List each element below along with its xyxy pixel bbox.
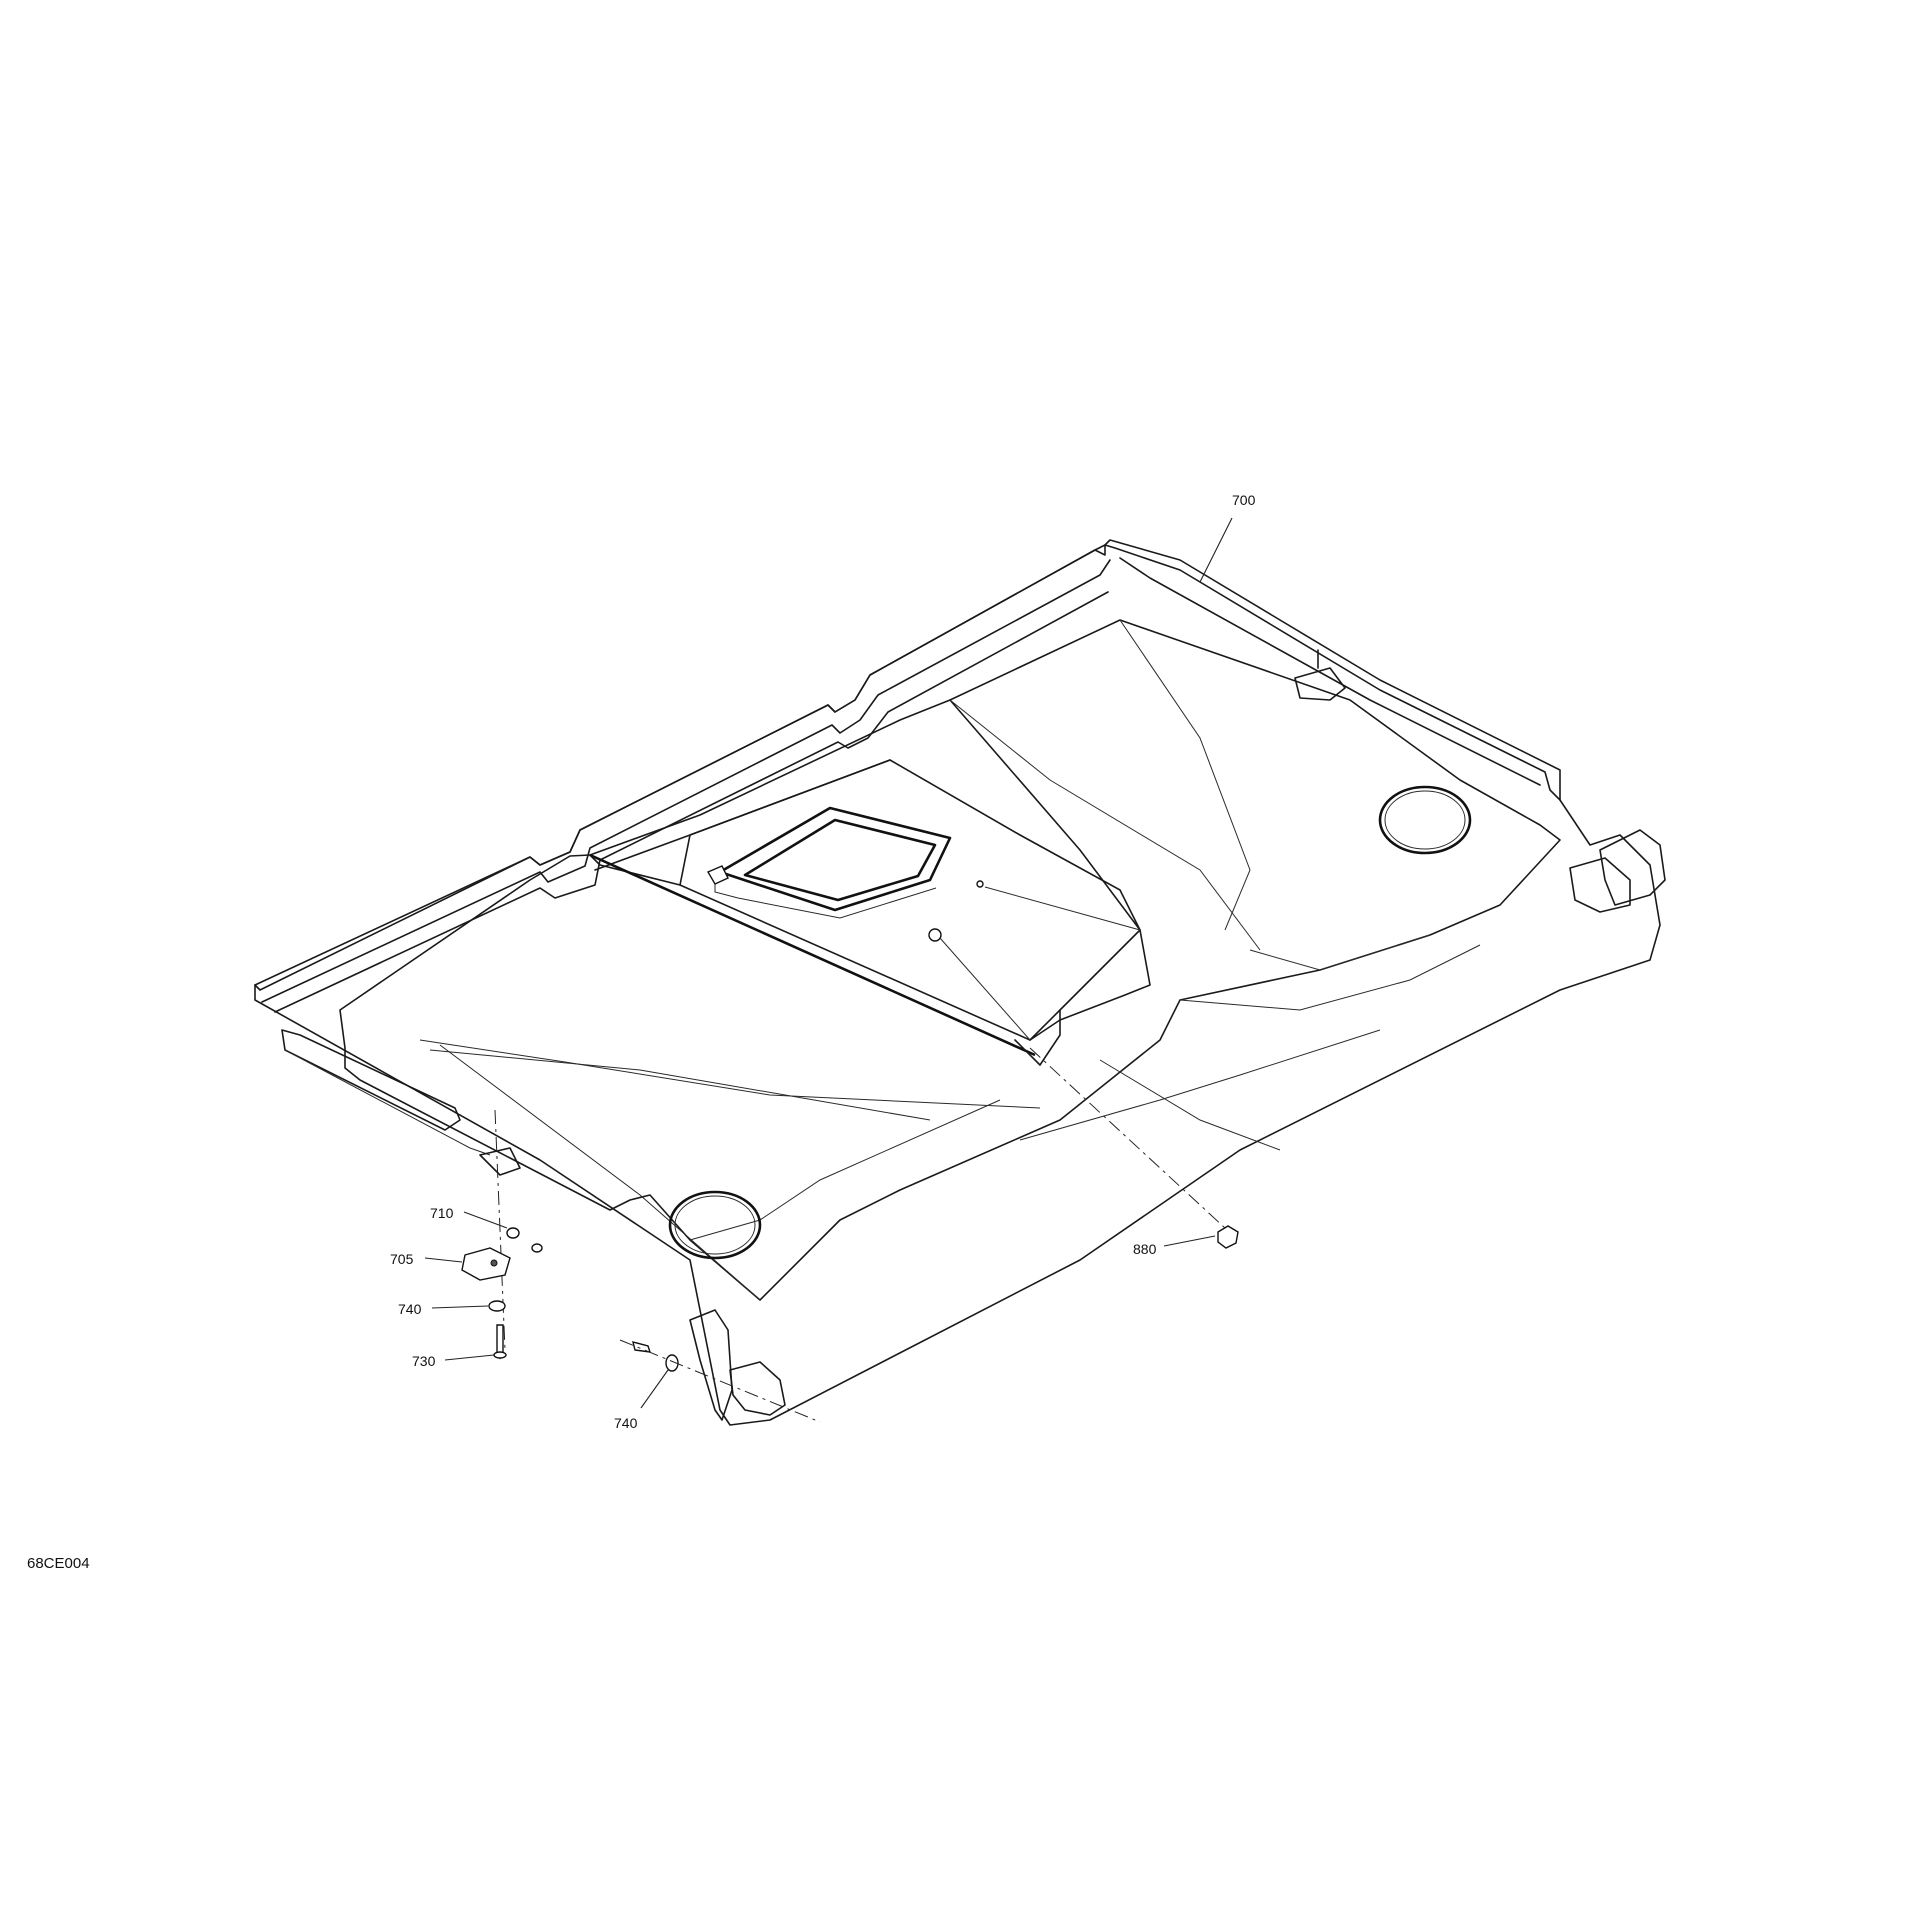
callout-700: 700 xyxy=(1232,492,1256,508)
speaker-hole-left-ring xyxy=(674,1195,756,1255)
crease-left-3 xyxy=(689,1099,1001,1241)
clip-line-1 xyxy=(939,937,1031,1041)
assembly-axis-880 xyxy=(1029,1047,1226,1229)
washer-740-left xyxy=(488,1300,506,1312)
nut-710 xyxy=(506,1227,520,1239)
panel-clip-3 xyxy=(706,865,729,885)
rear-corner-block xyxy=(1569,857,1631,913)
nut-710b xyxy=(531,1243,543,1253)
crease-left-1 xyxy=(419,1039,1041,1109)
speaker-hole-right xyxy=(1378,785,1472,855)
right-rail-inner xyxy=(1119,557,1541,786)
crease-right-3 xyxy=(1249,934,1431,971)
crease-right-5 xyxy=(1019,1029,1381,1141)
callout-710: 710 xyxy=(430,1205,454,1221)
leader-740-left xyxy=(431,1305,489,1309)
clip-line-2 xyxy=(984,886,1141,931)
crease-right-6 xyxy=(1179,944,1481,1011)
screw-right xyxy=(632,1341,652,1353)
front-handle xyxy=(689,1309,733,1421)
nut-880 xyxy=(1217,1225,1239,1249)
leader-700 xyxy=(1199,517,1233,583)
leader-710 xyxy=(463,1211,508,1229)
crease-left-4 xyxy=(429,1049,931,1121)
roof-panel xyxy=(254,539,1666,1426)
leader-lines xyxy=(424,517,1233,1409)
figure-id: 68CE004 xyxy=(27,1555,90,1572)
crease-left-2 xyxy=(439,1044,761,1301)
callout-labels: 700 710 705 740 730 740 880 xyxy=(390,492,1256,1431)
callout-880: 880 xyxy=(1133,1241,1157,1257)
crease-right-4 xyxy=(1099,1059,1281,1151)
right-rail xyxy=(1104,544,1561,801)
left-skirt xyxy=(281,1029,461,1131)
assembly-axis-left xyxy=(494,1109,506,1351)
roof-outer-outline xyxy=(254,539,1661,1426)
center-recess-lower xyxy=(1014,1009,1061,1066)
screw-730-head xyxy=(493,1351,507,1359)
left-skirt-edge xyxy=(284,1049,491,1156)
callout-740-right: 740 xyxy=(614,1415,638,1431)
crease-right-1 xyxy=(1119,619,1251,931)
callout-705: 705 xyxy=(390,1251,414,1267)
left-rail-top xyxy=(254,544,1106,986)
leader-705 xyxy=(424,1257,463,1263)
speaker-hole-right-ring xyxy=(1384,790,1466,850)
speaker-hole-left xyxy=(668,1190,762,1260)
leader-730 xyxy=(444,1354,495,1361)
washer-740-right xyxy=(665,1354,679,1372)
rear-mount-tab xyxy=(1294,667,1346,701)
leader-880 xyxy=(1163,1235,1216,1247)
leader-740-right xyxy=(640,1369,669,1409)
center-recess-fold xyxy=(679,759,891,886)
sunroof-inner xyxy=(743,818,937,902)
left-mount-tab xyxy=(479,1147,521,1176)
callout-740-left: 740 xyxy=(398,1301,422,1317)
hardware-group xyxy=(461,1047,1239,1423)
inner-tray-outline xyxy=(339,619,1561,1301)
rear-handle xyxy=(1599,829,1666,906)
panel-clip-2 xyxy=(976,880,984,888)
panel-clip-1 xyxy=(928,928,942,942)
bracket-705 xyxy=(461,1247,511,1281)
sunroof-flange xyxy=(714,880,937,919)
left-rail-inner xyxy=(261,559,1111,1003)
left-rail-inner-2 xyxy=(274,591,1109,1013)
center-recess xyxy=(589,699,1151,1041)
crease-right-2 xyxy=(949,699,1261,951)
center-recess-seam xyxy=(589,853,1036,1057)
sunroof-outer xyxy=(718,806,952,912)
callout-730: 730 xyxy=(412,1353,436,1369)
assembly-axis-right xyxy=(619,1339,821,1423)
bracket-hole xyxy=(490,1259,498,1267)
front-corner-block xyxy=(729,1361,786,1416)
